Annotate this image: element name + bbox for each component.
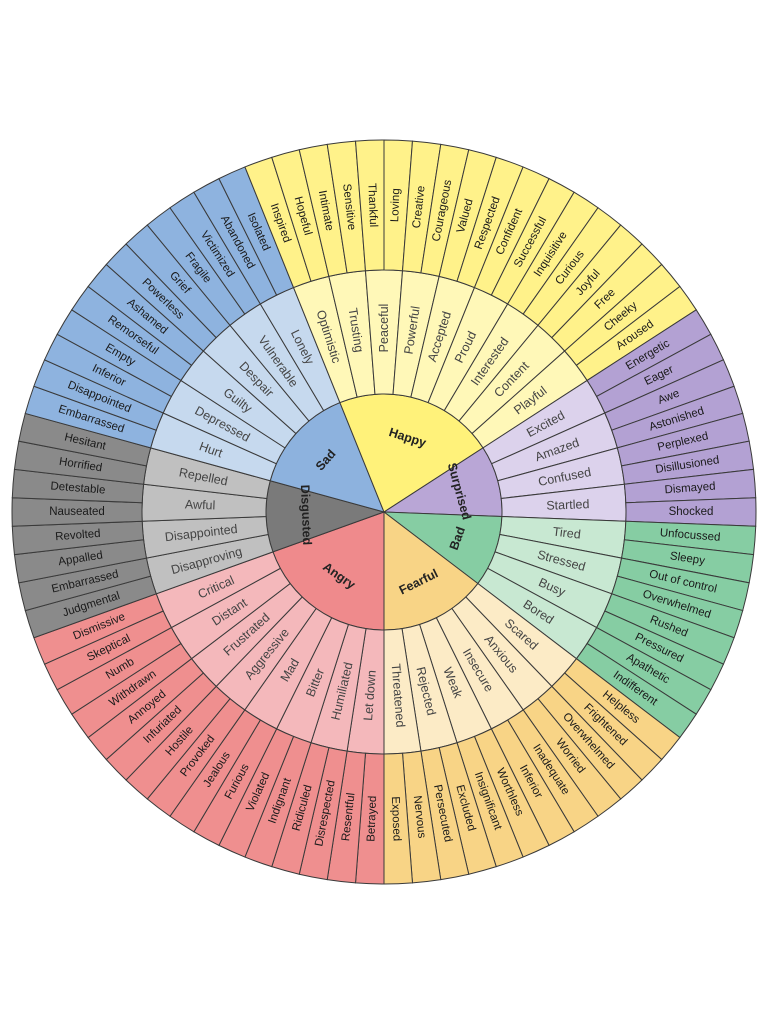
secondary-label-startled: Startled — [546, 497, 590, 513]
tertiary-label-nervous: Nervous — [411, 795, 428, 839]
secondary-label-tired: Tired — [552, 525, 581, 542]
tertiary-label-unfocussed: Unfocussed — [659, 527, 720, 544]
tertiary-label-nauseated: Nauseated — [49, 506, 105, 518]
wheel-rings — [11, 139, 757, 885]
secondary-label-trusting: Trusting — [346, 307, 367, 353]
tertiary-label-resentful: Resentful — [340, 792, 357, 842]
tertiary-label-exposed: Exposed — [389, 796, 403, 841]
secondary-label-awful: Awful — [185, 497, 216, 512]
tertiary-label-sleepy: Sleepy — [669, 550, 706, 567]
tertiary-label-revolted: Revolted — [55, 528, 101, 543]
tertiary-sector-exposed — [383, 752, 414, 885]
secondary-label-peaceful: Peaceful — [377, 304, 391, 353]
tertiary-label-detestable: Detestable — [50, 480, 106, 496]
core-label-disgusted: Disgusted — [298, 485, 314, 546]
tertiary-label-dismayed: Dismayed — [664, 481, 716, 497]
tertiary-label-loving: Loving — [389, 188, 402, 222]
tertiary-label-sensitive: Sensitive — [340, 183, 357, 231]
tertiary-label-creative: Creative — [411, 185, 428, 229]
secondary-label-threatened: Threatened — [389, 663, 408, 728]
tertiary-label-shocked: Shocked — [669, 506, 714, 518]
secondary-label-let-down: Let down — [361, 670, 379, 722]
tertiary-label-betrayed: Betrayed — [365, 796, 379, 842]
tertiary-label-thankful: Thankful — [365, 183, 379, 228]
